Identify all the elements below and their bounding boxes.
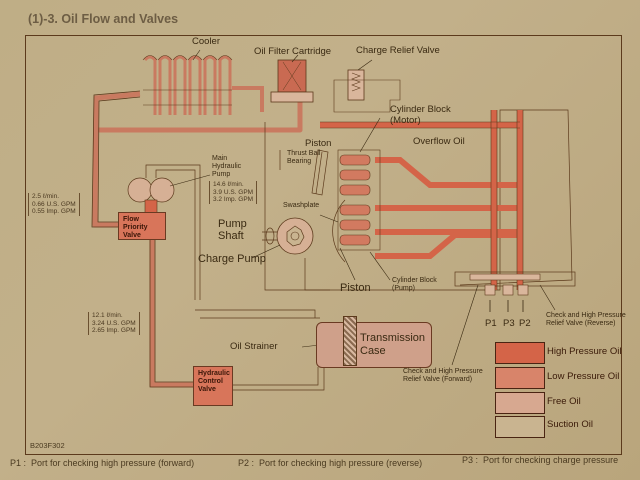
flow-rate-line: 3.24 U.S. GPM [92, 319, 136, 327]
oil-strainer-icon [343, 316, 357, 366]
thrust-ball-bearing-icon [311, 149, 329, 196]
flow-rate-line: 12.1 ℓ/min. [92, 312, 123, 319]
footnote-p2: P2 : Port for checking high pressure (re… [238, 458, 422, 468]
check-valve-forward-label-2: Relief Valve (Forward) [403, 376, 473, 383]
main-pump-label-1: Main [212, 155, 228, 162]
oil-strainer-label: Oil Strainer [230, 341, 278, 352]
transmission-case-label-1: Transmission [360, 332, 425, 344]
thrust-ball-bearing-label-2: Bearing [287, 158, 312, 165]
flow-rate-line: 14.6 ℓ/min. [213, 181, 244, 188]
flow-priority-to-hcv [149, 240, 195, 388]
legend-label: High Pressure Oil [547, 346, 622, 357]
flow-priority-valve: Flow Priority Valve [118, 212, 166, 240]
cooler-inlet-pipe [92, 91, 141, 228]
legend-label: Suction Oil [547, 419, 593, 430]
transmission-case [316, 322, 432, 368]
check-valve-reverse-label-1: Check and High Pressure [546, 312, 626, 319]
control-valve-flow-rate: 12.1 ℓ/min. 3.24 U.S. GPM 2.65 Imp. GPM [88, 312, 140, 335]
charge-relief-valve-label: Charge Relief Valve [356, 45, 440, 56]
charge-relief-valve-icon [333, 69, 401, 113]
footnote-text: Port for checking high pressure (forward… [31, 458, 195, 468]
section-title: (1)-3. Oil Flow and Valves [28, 12, 179, 26]
cylinder-block-motor-label-1: Cylinder Block [390, 104, 451, 115]
footnote-code: P1 : [10, 458, 27, 468]
oil-filter-icon [270, 59, 314, 103]
hcv-label-3: Valve [198, 386, 216, 393]
pump-shaft-label-1: Pump [218, 218, 247, 230]
port-p3-label: P3 [503, 318, 515, 329]
leader-lines [169, 49, 556, 366]
footnote-p1: P1 : Port for checking high pressure (fo… [10, 458, 194, 468]
swashplate-icon [332, 199, 346, 263]
cylinder-block-pump-label-2: (Pump) [392, 285, 415, 292]
flow-priority-valve-label-1: Flow Priority [123, 216, 148, 231]
transmission-housing-outline [264, 109, 573, 291]
flow-rate-line: 0.55 Imp. GPM [32, 208, 76, 215]
swashplate-label: Swashplate [283, 202, 320, 209]
cylinder-block-pump-icon [339, 204, 371, 246]
flow-priority-valve-label-2: Valve [123, 232, 141, 239]
main-hydraulic-pump-icon [127, 177, 175, 203]
main-pump-flow-rate: 14.6 ℓ/min. 3.9 U.S. GPM 3.2 Imp. GPM [209, 181, 258, 204]
legend-swatch-suction-oil [495, 416, 545, 438]
main-pump-label-3: Pump [212, 171, 231, 178]
check-valve-reverse-label: Check and High Pressure Relief Valve (Re… [546, 312, 626, 328]
charge-pump-icon [276, 217, 314, 255]
flow-rate-line: 3.2 Imp. GPM [213, 196, 254, 203]
footnote-text: Port for checking high pressure (reverse… [259, 458, 423, 468]
port-arrows [489, 300, 524, 312]
port-p1-label: P1 [485, 318, 497, 329]
check-valve-forward-label-1: Check and High Pressure [403, 368, 483, 375]
transmission-case-label-2: Case [360, 345, 386, 357]
legend-swatch-free-oil [495, 392, 545, 414]
legend-label: Free Oil [547, 396, 581, 407]
footnote-text: Port for checking charge pressure [483, 455, 619, 465]
diagram-frame [25, 35, 622, 455]
check-valve-assembly-icon [454, 271, 576, 296]
flow-rate-line: 2.5 ℓ/min. [32, 193, 60, 200]
piston-bottom-label: Piston [340, 282, 371, 294]
port-p2-label: P2 [519, 318, 531, 329]
oil-filter-label: Oil Filter Cartridge [254, 46, 332, 57]
thrust-ball-bearing-label: Thrust Ball Bearing [287, 150, 320, 166]
legend-swatch-high-pressure [495, 342, 545, 364]
footnote-p3: P3 : Port for checking charge pressure [462, 455, 618, 465]
suction-lines [195, 150, 330, 391]
main-hydraulic-pump-label: Main Hydraulic Pump [212, 155, 241, 179]
hcv-label-2: Control [198, 378, 223, 385]
footnote-code: P3 : [462, 455, 479, 465]
cooler-label: Cooler [192, 36, 220, 47]
flow-rate-line: 2.65 Imp. GPM [92, 327, 136, 334]
cylinder-block-motor-label: Cylinder Block (Motor) [390, 104, 451, 126]
thrust-ball-bearing-label-1: Thrust Ball [287, 150, 321, 157]
return-pipe-top [95, 96, 303, 133]
check-valve-reverse-label-2: Relief Valve (Reverse) [546, 320, 616, 327]
cylinder-block-pump-label-1: Cylinder Block [392, 277, 437, 284]
cooler-coils [143, 55, 232, 115]
cylinder-block-motor-label-2: (Motor) [390, 115, 421, 126]
cylinder-block-motor-icon [339, 154, 371, 196]
piston-top-label: Piston [305, 138, 332, 149]
legend-label: Low Pressure Oil [547, 371, 620, 382]
free-oil-lines [92, 91, 303, 388]
charge-pump-label: Charge Pump [198, 253, 266, 265]
pump-shaft-label: Pump Shaft [218, 218, 247, 242]
priority-branch-flow-rate: 2.5 ℓ/min. 0.66 U.S. GPM 0.55 Imp. GPM [28, 193, 80, 216]
check-valve-forward-label: Check and High Pressure Relief Valve (Fo… [403, 368, 483, 384]
flow-rate-line: 3.9 U.S. GPM [213, 188, 254, 196]
main-pump-label-2: Hydraulic [212, 163, 242, 170]
figure-code: B203F302 [30, 441, 65, 450]
footnote-code: P2 : [238, 458, 255, 468]
flow-rate-line: 0.66 U.S. GPM [32, 200, 76, 208]
hydraulic-control-valve: Hydraulic Control Valve [193, 366, 233, 406]
legend-swatch-low-pressure [495, 367, 545, 389]
cylinder-block-pump-label: Cylinder Block (Pump) [392, 277, 437, 293]
transmission-case-label: Transmission Case [360, 332, 425, 358]
overflow-oil-label: Overflow Oil [413, 136, 465, 147]
hcv-label-1: Hydraulic [198, 370, 230, 377]
pump-shaft-label-2: Shaft [218, 230, 244, 242]
high-pressure-lines [320, 110, 523, 290]
